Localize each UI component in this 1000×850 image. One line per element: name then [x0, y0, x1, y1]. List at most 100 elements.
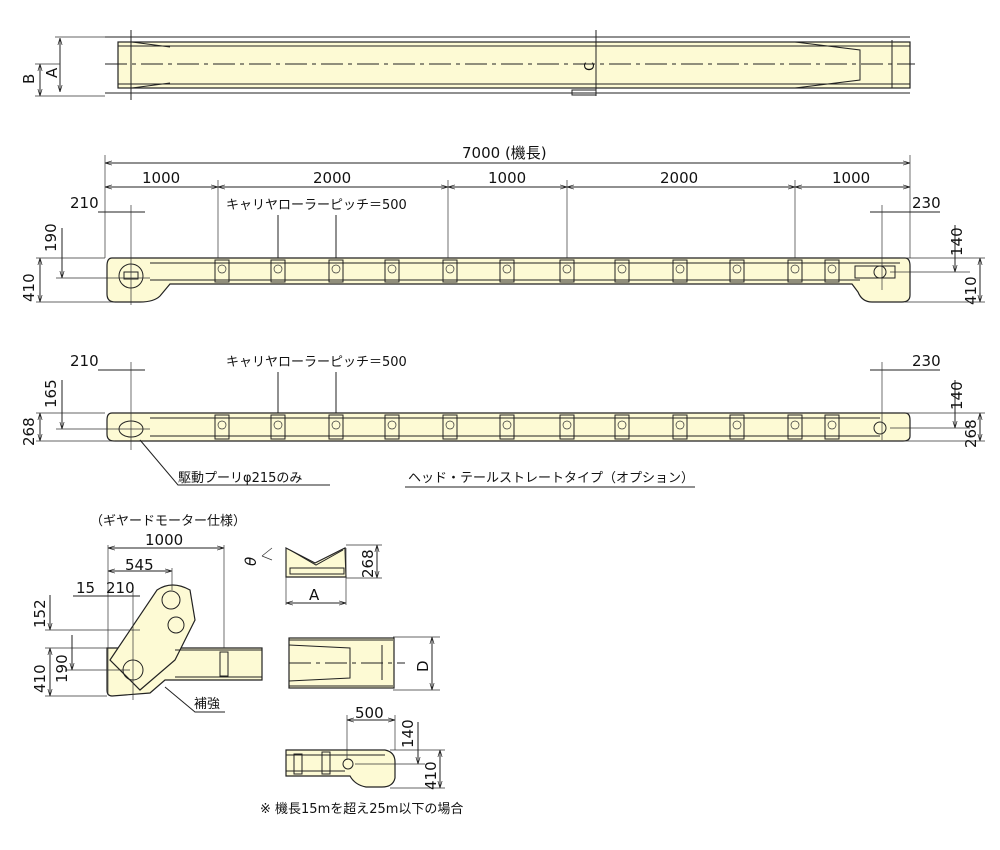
carrier-roller: [442, 414, 458, 440]
roller-axle-icon: [387, 420, 397, 430]
dim-190-label: 190: [53, 654, 71, 683]
carrier-roller: [270, 259, 286, 283]
segment-label: 1000: [142, 169, 180, 187]
length-note: ※ 機長15mを超え25m以下の場合: [260, 802, 463, 817]
roller-axle-icon: [617, 264, 627, 274]
total-length-label: 7000 (機長): [462, 144, 547, 162]
roller-axle-icon: [273, 420, 283, 430]
right-offset-label: 230: [912, 194, 941, 212]
straight-conveyor-body: [106, 412, 911, 442]
carrier-pitch-label: キャリヤローラーピッチ＝500: [226, 355, 407, 370]
roller-axle-icon: [732, 420, 742, 430]
incline-section: [109, 584, 196, 691]
dim-width-label: 1000: [145, 531, 183, 549]
dim-b-label: B: [20, 74, 38, 84]
roller-axle-icon: [331, 264, 341, 274]
dim-d-label: D: [414, 660, 432, 672]
right-height-upper-label: 140: [948, 381, 966, 410]
right-height-label: 268: [962, 419, 980, 448]
segment-label: 2000: [660, 169, 698, 187]
dim-210-label: 210: [106, 579, 135, 597]
side-view-1: 7000 (機長) 1000 2000 1000 2000 1000 210 2…: [20, 144, 985, 305]
dim-140-label: 140: [399, 719, 417, 748]
segment-label: 2000: [313, 169, 351, 187]
left-height-label: 268: [20, 417, 38, 446]
dim-545-label: 545: [125, 556, 154, 574]
right-height-upper-label: 140: [948, 227, 966, 256]
roller-axle-icon: [217, 420, 227, 430]
roller-axle-icon: [273, 264, 283, 274]
carrier-roller: [824, 259, 840, 283]
carrier-roller: [442, 259, 458, 283]
head-top-view: D: [288, 636, 440, 691]
left-height-upper-label: 190: [42, 223, 60, 252]
straight-type-note: ヘッド・テールストレートタイプ（オプション）: [408, 471, 694, 486]
dim-410-label: 410: [422, 761, 440, 790]
drive-pulley-note: 駆動プーリφ215のみ: [178, 471, 302, 486]
segment-label: 1000: [488, 169, 526, 187]
carrier-roller: [787, 259, 803, 283]
roller-axle-icon: [445, 420, 455, 430]
roller-axle-icon: [790, 420, 800, 430]
roller-axle-icon: [827, 264, 837, 274]
carrier-roller: [672, 259, 688, 283]
dim-410-label: 410: [31, 664, 49, 693]
right-height-label: 410: [962, 276, 980, 305]
dim-152-label: 152: [31, 599, 49, 628]
dim-15-label: 15: [76, 579, 95, 597]
roller-axle-icon: [675, 420, 685, 430]
left-offset-label: 210: [70, 352, 99, 370]
left-height-label: 410: [20, 273, 38, 302]
right-offset-label: 230: [912, 352, 941, 370]
carrier-roller: [328, 414, 344, 440]
long-tail-detail: 500 140 410: [285, 704, 445, 790]
roller-axle-icon: [562, 420, 572, 430]
roller-axle-icon: [502, 264, 512, 274]
geared-motor-detail: （ギヤードモーター仕様） 1000 545 15 210 152 190 410…: [31, 514, 263, 713]
carrier-roller: [824, 414, 840, 440]
top-view: C B A: [20, 30, 915, 100]
roller-axle-icon: [445, 264, 455, 274]
roller-axle-icon: [827, 420, 837, 430]
roller-axle-icon: [617, 420, 627, 430]
carrier-roller: [729, 259, 745, 283]
dim-a-label: A: [43, 67, 61, 78]
roller-axle-icon: [790, 264, 800, 274]
roller-axle-icon: [387, 264, 397, 274]
carrier-roller: [499, 414, 515, 440]
roller-axle-icon: [562, 264, 572, 274]
carrier-roller: [559, 414, 575, 440]
carrier-pitch-label: キャリヤローラーピッチ＝500: [226, 198, 407, 213]
carrier-roller: [614, 414, 630, 440]
carrier-roller: [787, 414, 803, 440]
carrier-roller: [672, 414, 688, 440]
roller-axle-icon: [675, 264, 685, 274]
reinforcement-label: 補強: [194, 697, 220, 712]
segment-label: 1000: [832, 169, 870, 187]
dim-500-label: 500: [355, 704, 384, 722]
carrier-roller: [499, 259, 515, 283]
left-offset-label: 210: [70, 194, 99, 212]
roller-axle-icon: [732, 264, 742, 274]
roller-axle-icon: [217, 264, 227, 274]
side-view-2: 210 230 キャリヤローラーピッチ＝500 165 268 140 268 …: [20, 352, 985, 488]
detail-title: （ギヤードモーター仕様）: [90, 514, 246, 529]
roller-axle-icon: [502, 420, 512, 430]
carrier-roller: [384, 259, 400, 283]
top-frame: [117, 41, 911, 89]
carrier-roller: [214, 414, 230, 440]
carrier-roller: [214, 259, 230, 283]
cross-height-label: 268: [359, 549, 377, 578]
roller-axle-icon: [331, 420, 341, 430]
carrier-roller: [614, 259, 630, 283]
carrier-roller: [328, 259, 344, 283]
left-height-upper-label: 165: [42, 379, 60, 408]
angle-label: θ: [242, 557, 260, 566]
carrier-roller: [559, 259, 575, 283]
carrier-roller: [270, 414, 286, 440]
carrier-roller: [729, 414, 745, 440]
center-mark-label: C: [583, 62, 598, 71]
cross-section: A 268 θ: [242, 544, 382, 605]
cross-width-label: A: [309, 586, 320, 604]
